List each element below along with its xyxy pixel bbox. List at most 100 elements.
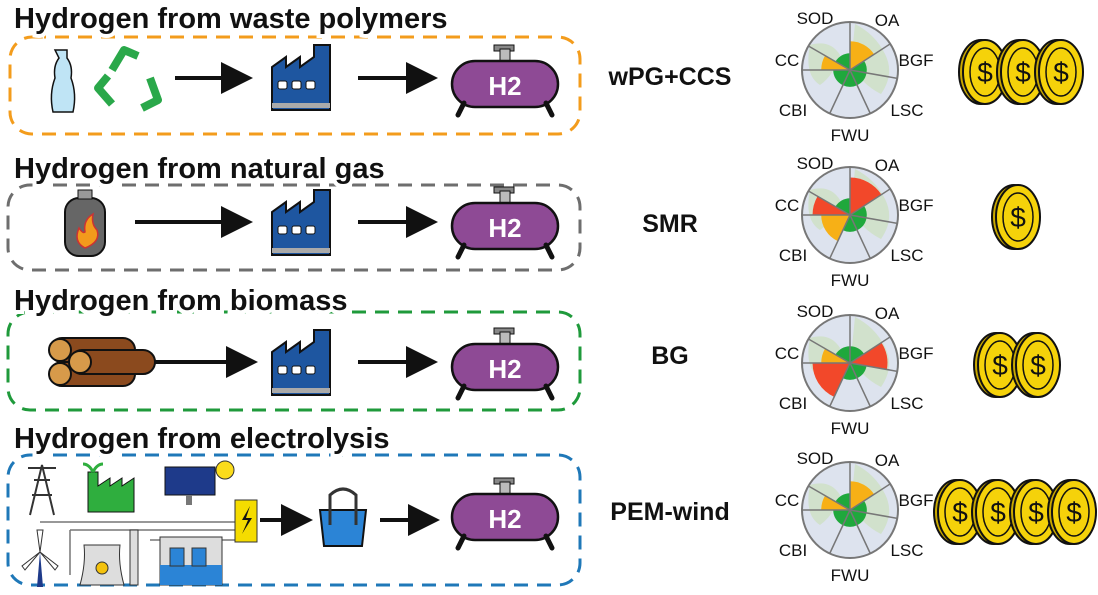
boundary-wedge-cbi: [833, 70, 850, 86]
axis-label-cbi: CBI: [779, 394, 807, 413]
boundary-wedge-bgf: [850, 500, 867, 513]
axis-label-cbi: CBI: [779, 246, 807, 265]
axis-label-lsc: LSC: [890, 394, 923, 413]
axis-label-bgf: BGF: [899, 196, 934, 215]
sector-divider: [808, 338, 851, 364]
boundary-wedge-fwu: [842, 215, 858, 232]
dollar-sign: $: [977, 57, 993, 88]
boundary-wedge-fwu: [842, 70, 858, 87]
coin-icon: $: [996, 39, 1046, 105]
axis-label-oa: OA: [875, 304, 900, 323]
sector-divider: [849, 188, 891, 216]
dollar-sign: $: [1010, 202, 1026, 233]
sector-divider: [849, 362, 871, 407]
h2-label: H2: [488, 504, 521, 534]
h2-label: H2: [488, 354, 521, 384]
factory-icon: [271, 329, 331, 396]
boundary-wedge-bgf: [850, 205, 867, 218]
wind-turbine-icon: [21, 529, 59, 587]
sector-divider: [829, 69, 851, 114]
boundary-wedge-oa: [850, 177, 882, 215]
electrolyzer-icon: [318, 487, 368, 547]
dollar-sign: $: [1066, 497, 1082, 528]
cost-coins: $: [991, 184, 1041, 250]
boundary-wedge-lsc: [850, 363, 867, 379]
sun-icon: [215, 460, 235, 480]
axis-label-sod: SOD: [797, 154, 834, 173]
wood-logs-icon: [48, 337, 156, 387]
dollar-sign: $: [1053, 57, 1069, 88]
h2-label: H2: [488, 213, 521, 243]
power-lines: [40, 521, 235, 575]
hydro-dam-icon: [159, 536, 223, 586]
sector-divider: [849, 69, 898, 80]
boundary-wedge-sod: [835, 346, 850, 363]
electricity-sources: [21, 460, 258, 587]
hydrogen-tank-icon: H2: [452, 187, 558, 257]
sector-divider: [849, 362, 898, 373]
sector-divider: [849, 483, 891, 511]
dollar-sign: $: [1028, 497, 1044, 528]
coin-icon: $: [1009, 479, 1059, 545]
coin-icon: $: [971, 479, 1021, 545]
nuclear-plant-icon: [79, 529, 139, 586]
globe-landmass: [808, 24, 890, 94]
dollar-sign: $: [990, 497, 1006, 528]
hydrogen-tank-icon: H2: [452, 328, 558, 398]
power-converter-icon: [234, 499, 258, 543]
dashed-pathway-box: [8, 35, 582, 136]
sector-divider: [829, 214, 851, 259]
factory-icon: [271, 44, 331, 111]
axis-label-oa: OA: [875, 451, 900, 470]
dashed-pathway-box: [6, 183, 582, 272]
dollar-sign: $: [1015, 57, 1031, 88]
pathway-title: Hydrogen from electrolysis: [14, 423, 390, 455]
globe-landmass: [808, 464, 890, 534]
boundary-wedge-bgf: [850, 60, 867, 73]
sector-divider: [849, 509, 871, 554]
sector-divider: [849, 214, 898, 225]
axis-label-lsc: LSC: [890, 101, 923, 120]
axis-label-lsc: LSC: [890, 541, 923, 560]
axis-label-cc: CC: [775, 491, 800, 510]
lightning-bolt-icon: [242, 506, 252, 534]
axis-label-lsc: LSC: [890, 246, 923, 265]
sector-divider: [808, 190, 851, 216]
axis-label-fwu: FWU: [831, 271, 870, 290]
axis-label-cc: CC: [775, 51, 800, 70]
pathway-title: Hydrogen from waste polymers: [14, 3, 448, 35]
h2-label: H2: [488, 71, 521, 101]
axis-label-fwu: FWU: [831, 566, 870, 585]
recycle-icon: [94, 46, 162, 112]
route-label: wPG+CCS: [608, 63, 732, 91]
boundary-wedge-bgf: [850, 342, 888, 370]
axis-label-sod: SOD: [797, 449, 834, 468]
coin-icon: $: [991, 184, 1041, 250]
route-label: SMR: [642, 210, 698, 238]
dashed-pathway-box: [6, 453, 582, 587]
axis-label-cc: CC: [775, 344, 800, 363]
pathway-title: Hydrogen from natural gas: [14, 153, 385, 185]
sector-divider: [849, 214, 871, 259]
axis-label-oa: OA: [875, 11, 900, 30]
boundary-wedge-lsc: [850, 70, 867, 86]
pathway-row: Hydrogen from waste polymers wPG+CCS H2: [8, 0, 732, 136]
boundary-wedge-lsc: [850, 215, 867, 231]
green-factory-icon: [82, 462, 135, 513]
boundary-wedge-sod: [835, 493, 850, 510]
boundary-wedge-oa: [850, 41, 875, 70]
axis-label-sod: SOD: [797, 9, 834, 28]
axis-label-cbi: CBI: [779, 541, 807, 560]
axis-label-sod: SOD: [797, 302, 834, 321]
sector-divider: [808, 485, 851, 511]
gas-cylinder-flame-icon: [64, 189, 106, 257]
sector-divider: [829, 362, 851, 407]
route-label: BG: [651, 342, 689, 370]
